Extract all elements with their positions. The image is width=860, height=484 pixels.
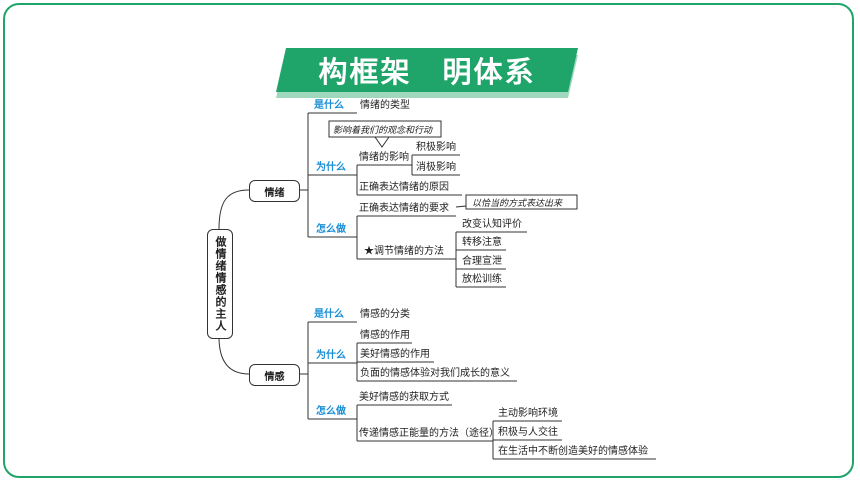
feeling-why-label: 为什么 [316, 350, 346, 361]
emotion-why-label: 为什么 [316, 162, 346, 173]
emotion-negative: 消极影响 [416, 162, 456, 173]
emotion-node: 情绪 [249, 180, 300, 202]
feeling-node: 情感 [249, 364, 300, 386]
emotion-positive: 积极影响 [416, 142, 456, 153]
root-node: 做情绪情感的主人 [207, 229, 233, 339]
emotion-require: 正确表达情绪的要求 [359, 203, 449, 214]
title-banner: 构框架 明体系 [276, 48, 578, 98]
emotion-how-label: 怎么做 [316, 224, 346, 235]
emotion-type: 情绪的类型 [360, 100, 410, 111]
emotion-influence: 情绪的影响 [359, 152, 409, 163]
feeling-category: 情感的分类 [360, 309, 410, 320]
method-item: 放松训练 [462, 274, 502, 285]
method-item: 合理宣泄 [462, 256, 502, 267]
method-item: 转移注意 [462, 237, 502, 248]
emotion-adjust: ★调节情绪的方法 [364, 246, 444, 257]
transmit-item: 积极与人交往 [498, 427, 558, 438]
feeling-obtain: 美好情感的获取方式 [359, 392, 449, 403]
feeling-why-item: 负面的情感体验对我们成长的意义 [360, 368, 510, 379]
banner-shape [276, 48, 578, 98]
transmit-item: 在生活中不断创造美好的情感体验 [498, 446, 648, 457]
transmit-item: 主动影响环境 [498, 408, 558, 419]
emotion-what-label: 是什么 [314, 100, 344, 111]
feeling-what-label: 是什么 [314, 309, 344, 320]
feeling-why-item: 美好情感的作用 [360, 349, 430, 360]
emotion-callout: 影响着我们的观念和行动 [333, 126, 433, 136]
feeling-transmit: 传递情感正能量的方法（途径） [359, 428, 499, 439]
emotion-reason: 正确表达情绪的原因 [359, 182, 449, 193]
feeling-why-item: 情感的作用 [360, 330, 410, 341]
feeling-how-label: 怎么做 [316, 406, 346, 417]
page-title: 构框架 明体系 [318, 55, 536, 89]
method-item: 改变认知评价 [462, 219, 522, 230]
emotion-require-note: 以恰当的方式表达出来 [472, 199, 563, 209]
